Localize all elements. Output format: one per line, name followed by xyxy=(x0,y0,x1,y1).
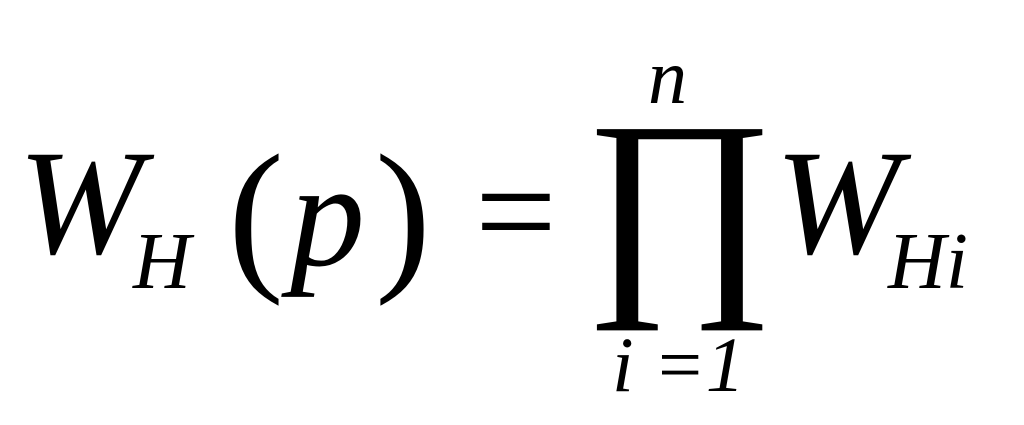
lhs-symbol: W xyxy=(18,120,143,286)
product-operator: ∏ xyxy=(584,75,775,332)
equals-sign: = xyxy=(475,132,557,292)
argument-variable: p xyxy=(290,132,365,298)
rhs-symbol: W xyxy=(775,120,900,286)
rhs-subscript: Hi xyxy=(888,218,968,306)
open-parenthesis: ( xyxy=(228,121,284,307)
lhs-subscript: H xyxy=(133,218,191,306)
product-upper-limit: n xyxy=(648,33,687,120)
product-lower-limit: i =1 xyxy=(612,321,745,408)
close-parenthesis: ) xyxy=(375,121,431,307)
